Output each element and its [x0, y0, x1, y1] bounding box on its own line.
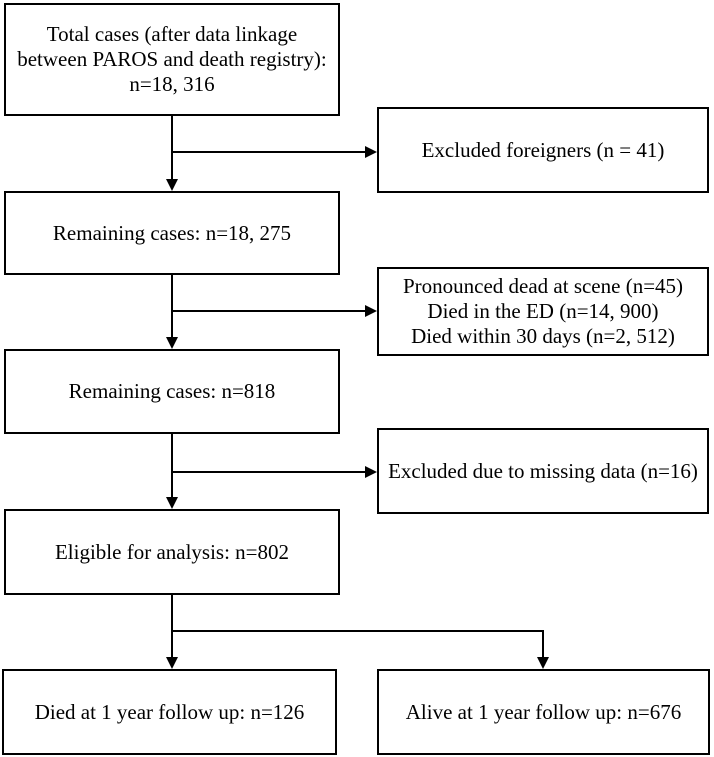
box-excluded-missing-data: Excluded due to missing data (n=16): [377, 428, 709, 514]
arrow-eligible-to-died: [166, 594, 178, 669]
arrow-to-excluded-foreigners: [172, 146, 377, 158]
box-alive-1-year-text: Alive at 1 year follow up: n=676: [405, 699, 682, 724]
arrowhead-icon: [166, 657, 178, 669]
box-remaining-cases-1: Remaining cases: n=18, 275: [4, 191, 340, 275]
arrowhead-icon: [365, 466, 377, 478]
arrow-total-to-remaining-1: [166, 115, 178, 191]
box-alive-1-year: Alive at 1 year follow up: n=676: [377, 669, 710, 755]
arrow-to-excluded-missing-data: [172, 466, 377, 478]
box-excluded-missing-data-text: Excluded due to missing data (n=16): [388, 458, 698, 483]
arrow-remaining-1-to-remaining-2: [166, 273, 178, 349]
box-eligible-for-analysis: Eligible for analysis: n=802: [4, 509, 340, 595]
box-excluded-deaths: Pronounced dead at scene (n=45) Died in …: [377, 267, 709, 356]
box-excluded-deaths-text: Pronounced dead at scene (n=45) Died in …: [402, 274, 684, 348]
box-remaining-cases-2-text: Remaining cases: n=818: [68, 379, 276, 403]
box-excluded-foreigners: Excluded foreigners (n = 41): [377, 107, 709, 193]
arrow-to-excluded-deaths: [172, 305, 377, 317]
arrowhead-icon: [537, 657, 549, 669]
box-died-1-year: Died at 1 year follow up: n=126: [2, 669, 337, 755]
arrowhead-icon: [166, 337, 178, 349]
box-died-1-year-text: Died at 1 year follow up: n=126: [34, 699, 305, 724]
arrowhead-icon: [365, 146, 377, 158]
arrowhead-icon: [166, 179, 178, 191]
arrowhead-icon: [365, 305, 377, 317]
box-total-cases-text: Total cases (after data linkage between …: [17, 22, 327, 96]
arrowhead-icon: [166, 497, 178, 509]
box-total-cases: Total cases (after data linkage between …: [4, 3, 340, 116]
arrow-remaining-2-to-eligible: [166, 433, 178, 509]
box-eligible-for-analysis-text: Eligible for analysis: n=802: [54, 539, 290, 564]
box-remaining-cases-2: Remaining cases: n=818: [4, 349, 340, 434]
box-remaining-cases-1-text: Remaining cases: n=18, 275: [52, 220, 292, 245]
arrow-eligible-to-alive: [172, 630, 549, 669]
box-excluded-foreigners-text: Excluded foreigners (n = 41): [421, 137, 665, 162]
